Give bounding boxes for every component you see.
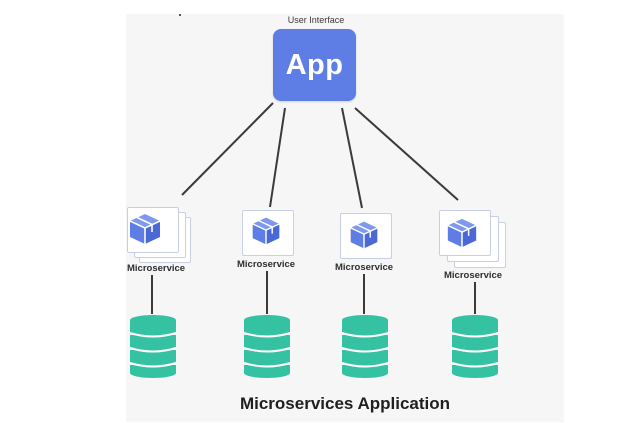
cube-icon xyxy=(350,221,378,249)
diagram-caption: Microservices Application xyxy=(239,394,451,413)
connector-app-ms2 xyxy=(269,107,286,208)
connector-app-ms3 xyxy=(341,107,363,209)
database-icon xyxy=(129,315,177,378)
cube-icon xyxy=(129,214,161,244)
microservice-label: Microservice xyxy=(444,270,503,281)
microservice-label: Microservice xyxy=(335,262,394,273)
cube-icon xyxy=(252,217,280,245)
microservice-label: Microservice xyxy=(127,263,186,274)
app-label: App xyxy=(285,48,344,81)
cube-icon xyxy=(447,218,477,248)
app-node: App xyxy=(273,29,356,101)
microservice-label: Microservice xyxy=(237,259,296,270)
connector-app-ms1 xyxy=(181,102,274,196)
database-icon xyxy=(341,315,389,378)
database-icon xyxy=(243,315,291,378)
connector-app-ms4 xyxy=(354,107,459,201)
stray-dot xyxy=(179,14,181,16)
database-icon xyxy=(451,315,499,378)
user-interface-label: User Interface xyxy=(287,15,345,25)
